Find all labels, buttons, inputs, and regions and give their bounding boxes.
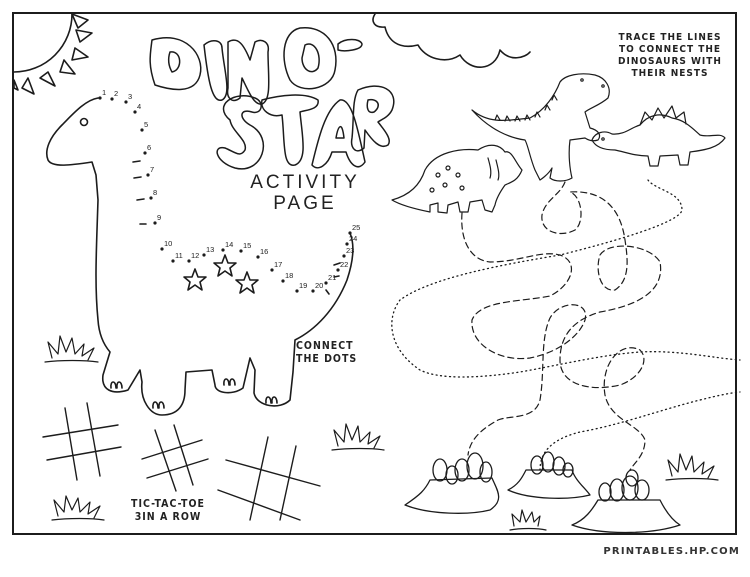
dot-number: 6 xyxy=(147,143,151,152)
dot-point[interactable] xyxy=(270,268,274,272)
tic-tac-toe-grid-2[interactable] xyxy=(141,424,209,492)
dot-point[interactable] xyxy=(295,289,299,293)
tic-tac-toe-label: TIC-TAC-TOE 3IN A ROW xyxy=(118,498,218,523)
dot-number: 10 xyxy=(164,239,172,248)
dot-point[interactable] xyxy=(311,289,315,293)
dot-point[interactable] xyxy=(324,281,328,285)
dot-number: 13 xyxy=(206,245,214,254)
dot-number: 14 xyxy=(225,240,233,249)
dot-number: 11 xyxy=(175,251,183,260)
dot-number: 2 xyxy=(114,89,118,98)
dot-point[interactable] xyxy=(342,254,346,258)
tic-tac-toe-grid-3[interactable] xyxy=(217,436,321,521)
dot-point[interactable] xyxy=(221,248,225,252)
cloud-icon xyxy=(372,13,531,68)
dot-number: 16 xyxy=(260,247,268,256)
dot-point[interactable] xyxy=(110,97,114,101)
nest-middle-icon xyxy=(507,451,591,499)
dot-point[interactable] xyxy=(153,221,157,225)
dot-number: 4 xyxy=(137,102,141,111)
dot-number: 3 xyxy=(128,92,132,101)
maze-dotted-path-1[interactable] xyxy=(391,179,741,378)
dot-number: 24 xyxy=(349,234,357,243)
dot-point[interactable] xyxy=(239,249,243,253)
dot-number: 20 xyxy=(315,281,323,290)
maze-instruction-line1: TRACE THE LINES xyxy=(618,32,722,43)
dot-number: 5 xyxy=(144,120,148,129)
dot-point[interactable] xyxy=(124,100,128,104)
dot-point[interactable] xyxy=(133,110,137,114)
maze-dashed-path-1[interactable] xyxy=(461,212,587,456)
connect-dots-instructions: CONNECT THE DOTS xyxy=(296,340,376,365)
grass-tuft-icon xyxy=(44,335,99,363)
grass-tuft-icon xyxy=(665,453,719,481)
dot-point[interactable] xyxy=(171,259,175,263)
tic-tac-toe-grid-1[interactable] xyxy=(42,402,122,481)
dot-number: 17 xyxy=(274,260,282,269)
dot-number: 7 xyxy=(150,165,154,174)
stegosaurus-icon xyxy=(591,105,726,167)
nest-right-icon xyxy=(571,469,681,534)
maze-dotted-path-2[interactable] xyxy=(539,391,741,471)
dot-number: 23 xyxy=(346,246,354,255)
dot-point[interactable] xyxy=(348,231,352,235)
dot-number: 9 xyxy=(157,213,161,222)
subtitle-line2: PAGE xyxy=(273,192,337,214)
dot-point[interactable] xyxy=(149,196,153,200)
grass-tuft-icon xyxy=(509,509,547,531)
triceratops-icon xyxy=(391,144,523,214)
dot-point[interactable] xyxy=(146,173,150,177)
t-rex-icon xyxy=(471,73,610,182)
dot-number: 8 xyxy=(153,188,157,197)
brontosaurus-outline xyxy=(46,97,354,416)
dot-point[interactable] xyxy=(202,253,206,257)
ttt-line2: 3IN A ROW xyxy=(134,510,202,523)
maze-dashed-path-2[interactable] xyxy=(541,181,662,471)
dot-point[interactable] xyxy=(345,242,349,246)
dot-number: 21 xyxy=(328,273,336,282)
grass-tuft-icon xyxy=(331,423,385,451)
dot-point[interactable] xyxy=(256,255,260,259)
dot-number: 19 xyxy=(299,281,307,290)
nest-left-icon xyxy=(404,452,500,514)
maze-instruction-line2: TO CONNECT THE xyxy=(618,44,722,55)
grass-tuft-icon xyxy=(51,495,105,521)
dot-point[interactable] xyxy=(336,268,340,272)
ttt-line1: TIC-TAC-TOE xyxy=(131,498,205,510)
dot-number: 12 xyxy=(191,251,199,260)
dot-point[interactable] xyxy=(281,279,285,283)
subtitle-line1: ACTIVITY xyxy=(250,172,360,193)
dot-number: 22 xyxy=(340,260,348,269)
dot-number: 18 xyxy=(285,271,293,280)
activity-page-subtitle: ACTIVITY PAGE xyxy=(240,172,370,215)
title-bubble-letters xyxy=(149,27,395,170)
sun-icon xyxy=(13,13,93,95)
dot-point[interactable] xyxy=(160,247,164,251)
dot-number: 25 xyxy=(352,223,360,232)
dot-point[interactable] xyxy=(98,96,102,100)
maze-instructions: TRACE THE LINES TO CONNECT THE DINOSAURS… xyxy=(600,32,740,80)
connect-line2: THE DOTS xyxy=(296,352,358,365)
dot-number: 1 xyxy=(102,88,106,97)
dot-number: 15 xyxy=(243,241,251,250)
maze-instruction-line3: DINOSAURS WITH xyxy=(618,56,722,67)
dot-point[interactable] xyxy=(187,259,191,263)
footer-source: PRINTABLES.HP.COM xyxy=(603,546,740,557)
dot-point[interactable] xyxy=(140,128,144,132)
dot-point[interactable] xyxy=(143,151,147,155)
maze-instruction-line4: THEIR NESTS xyxy=(631,68,709,79)
connect-line1: CONNECT xyxy=(296,340,354,352)
